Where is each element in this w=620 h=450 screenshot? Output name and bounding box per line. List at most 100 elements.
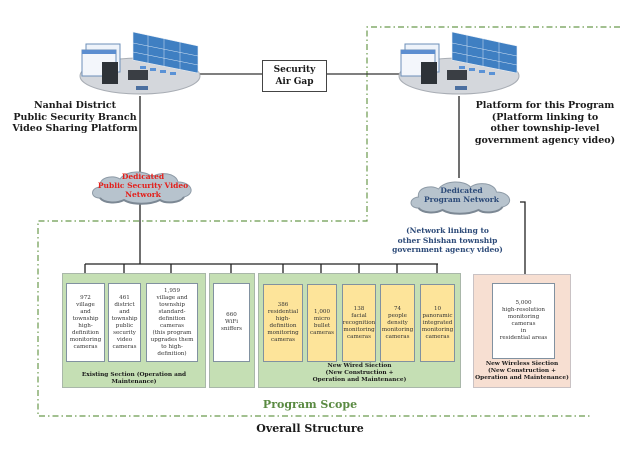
text-line: high- xyxy=(78,322,93,329)
text-line: monitoring xyxy=(69,336,102,343)
text-line: village xyxy=(76,301,95,308)
text-line: district xyxy=(114,301,135,308)
right-network-cloud-icon xyxy=(410,181,511,215)
text-line: monitoring xyxy=(267,330,299,336)
text-line: high- xyxy=(275,316,291,322)
text-line: 461 xyxy=(119,294,130,301)
text-line: 138 xyxy=(353,305,365,312)
text-line: 74 xyxy=(393,305,402,312)
text-line: cameras xyxy=(112,343,137,350)
text-line: upgrades them xyxy=(150,336,194,343)
left-network-cloud-icon xyxy=(92,171,192,205)
text-line: government agency video) xyxy=(474,134,616,146)
wireless-section-caption: New Wireless Siection(New Construction +… xyxy=(473,361,571,382)
text-line: cameras xyxy=(385,333,410,340)
text-line: Dedicated xyxy=(440,186,483,195)
text-line: integrated xyxy=(422,319,453,326)
text-line: Public Security Video xyxy=(97,181,189,190)
text-line: sniffers xyxy=(220,326,243,332)
text-line: Dedicated xyxy=(121,172,165,181)
existing-section-caption: Existing Section (Operation and Maintena… xyxy=(81,372,187,385)
text-line: Operation and Maintenance) xyxy=(312,377,407,383)
text-line: 1,000 xyxy=(313,309,330,315)
text-line: Operation and Maintenance) xyxy=(475,375,569,381)
text-line: recognition xyxy=(342,319,376,326)
text-line: (Platform linking to xyxy=(491,111,599,123)
airgap-line1: Security xyxy=(273,65,316,75)
text-line: (New Construction + xyxy=(487,368,556,374)
text-line: other township-level xyxy=(490,123,600,134)
text-line: definition xyxy=(269,323,297,329)
text-line: township xyxy=(72,315,99,322)
right-platform-label: Platform for this Program (Platform link… xyxy=(470,100,620,146)
text-line: (Network linking to xyxy=(406,226,489,235)
text-line: panoramic xyxy=(422,312,453,319)
text-line: 10 xyxy=(433,305,442,312)
text-line: people xyxy=(388,312,407,319)
text-line: high-resolution xyxy=(501,307,546,313)
text-line: cameras xyxy=(425,333,450,340)
text-line: cameras xyxy=(73,343,98,350)
text-line: cameras xyxy=(347,333,371,340)
text-line: 972 xyxy=(80,294,91,301)
text-line: New Wireless Siection xyxy=(485,361,559,367)
left-platform-label: Nanhai District Public Security Branch V… xyxy=(10,100,140,135)
program-scope-label: Program Scope xyxy=(262,398,358,411)
overall-structure-label: Overall Structure xyxy=(256,422,364,435)
text-line: cameras xyxy=(271,337,295,343)
text-line: Public Security Branch xyxy=(13,111,137,123)
text-line: public xyxy=(115,322,134,329)
text-line: definition xyxy=(158,315,186,322)
text-line: 5,000 xyxy=(515,300,532,306)
link-right-network-wireless xyxy=(520,201,526,283)
text-line: WiFi xyxy=(224,319,239,325)
text-line: and xyxy=(119,308,130,315)
text-line: Program Network xyxy=(424,195,499,204)
security-air-gap-box: Security Air Gap xyxy=(262,60,327,92)
text-line: (New Construction + xyxy=(325,370,394,376)
text-line: government agency video) xyxy=(392,245,503,254)
text-line: Video Sharing Platform xyxy=(12,123,138,134)
text-line: Nanhai District xyxy=(33,100,117,111)
text-line: standard- xyxy=(158,308,186,315)
text-line: township xyxy=(159,301,185,308)
left-network-label: Dedicated Public Security Video Network xyxy=(88,172,198,199)
text-line: cameras xyxy=(160,322,184,329)
text-line: monitoring xyxy=(507,314,540,320)
text-line: cameras xyxy=(511,321,536,327)
text-line: density xyxy=(387,319,408,326)
text-line: township xyxy=(111,315,138,322)
text-line: facial xyxy=(351,312,367,319)
text-line: micro xyxy=(313,316,331,322)
text-line: monitoring xyxy=(421,326,454,333)
text-line: 386 xyxy=(277,302,289,308)
right-platform-icon xyxy=(398,31,520,95)
text-line: 660 xyxy=(226,312,237,318)
text-line: residential xyxy=(267,309,299,315)
text-line: in xyxy=(520,328,527,334)
left-platform-icon xyxy=(79,31,201,95)
text-line: Platform for this Program xyxy=(475,100,615,111)
text-line: and xyxy=(80,308,91,315)
wired-section-caption: New Wired Siection(New Construction +Ope… xyxy=(258,363,461,384)
text-line: village and xyxy=(156,294,188,301)
text-line: other Shishan township xyxy=(397,235,498,245)
text-line: security xyxy=(113,329,136,336)
text-line: to high-definition) xyxy=(157,343,187,357)
text-line: monitoring xyxy=(343,326,375,333)
airgap-line2: Air Gap xyxy=(275,77,314,87)
text-line: 1,959 xyxy=(163,287,180,294)
text-line: New Wired Siection xyxy=(327,363,392,369)
right-network-note: (Network linking to other Shishan townsh… xyxy=(385,226,510,255)
text-line: video xyxy=(116,336,133,343)
right-network-label: Dedicated Program Network xyxy=(404,186,519,204)
text-line: bullet xyxy=(313,323,331,329)
